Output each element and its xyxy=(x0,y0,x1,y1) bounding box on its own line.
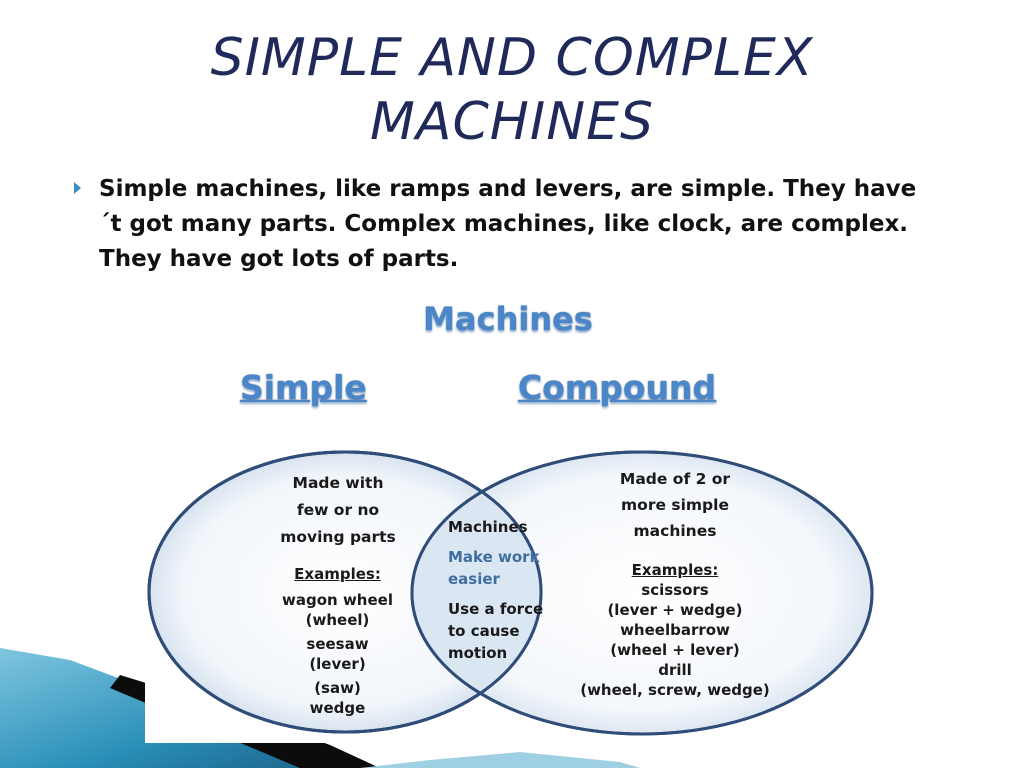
compound-example: (lever + wedge) xyxy=(607,601,743,619)
slide-title-line2: MACHINES xyxy=(370,92,654,152)
corner-wave-light xyxy=(360,752,640,768)
compound-example: drill xyxy=(658,661,692,679)
simple-desc-line: Made with xyxy=(292,474,384,492)
overlap-line: Machines xyxy=(448,518,528,536)
slide-title-line1: SIMPLE AND COMPLEX xyxy=(210,28,814,88)
simple-desc-line: moving parts xyxy=(280,528,396,546)
simple-example: (saw) xyxy=(314,679,361,697)
bullet-item: Simple machines, like ramps and levers, … xyxy=(74,172,934,277)
compound-examples-label: Examples: xyxy=(631,561,719,579)
compound-example: (wheel, screw, wedge) xyxy=(580,681,770,699)
compound-description: Made of 2 or more simple machines xyxy=(590,466,760,544)
compound-example: (wheel + lever) xyxy=(610,641,740,659)
simple-example: wagon wheel xyxy=(282,591,393,609)
simple-description: Made with few or no moving parts xyxy=(258,470,418,551)
simple-example: (lever) xyxy=(309,655,366,673)
simple-examples-label: Examples: xyxy=(294,565,381,583)
set-title-simple: Simple xyxy=(240,368,367,407)
compound-desc-line: Made of 2 or xyxy=(619,470,731,488)
set-title-compound: Compound xyxy=(518,368,717,407)
overlap-line: Use a force xyxy=(448,600,544,618)
bullet-arrow-icon xyxy=(74,182,81,194)
overlap-line: easier xyxy=(448,570,500,588)
compound-desc-line: machines xyxy=(633,522,717,540)
simple-desc-line: few or no xyxy=(296,501,380,519)
bullet-text: Simple machines, like ramps and levers, … xyxy=(99,176,917,272)
compound-desc-line: more simple xyxy=(621,496,729,514)
slide-title: SIMPLE AND COMPLEX MACHINES xyxy=(0,26,1024,154)
simple-example: seesaw xyxy=(306,635,369,653)
simple-example: (wheel) xyxy=(305,611,370,629)
venn-right-outline xyxy=(410,450,874,736)
compound-example: scissors xyxy=(641,581,709,599)
compound-examples: Examples: scissors (lever + wedge) wheel… xyxy=(560,560,790,700)
diagram-title: Machines xyxy=(423,300,593,338)
compound-example: wheelbarrow xyxy=(620,621,730,639)
overlap-line: Make work xyxy=(448,548,540,566)
venn-left-outline-top xyxy=(147,450,543,734)
overlap-text: Machines Make work easier Use a force to… xyxy=(448,516,578,664)
simple-examples: Examples: wagon wheel (wheel) seesaw (le… xyxy=(255,564,420,718)
overlap-line: motion xyxy=(448,644,508,662)
overlap-line: to cause xyxy=(448,622,520,640)
simple-example: wedge xyxy=(309,699,366,717)
